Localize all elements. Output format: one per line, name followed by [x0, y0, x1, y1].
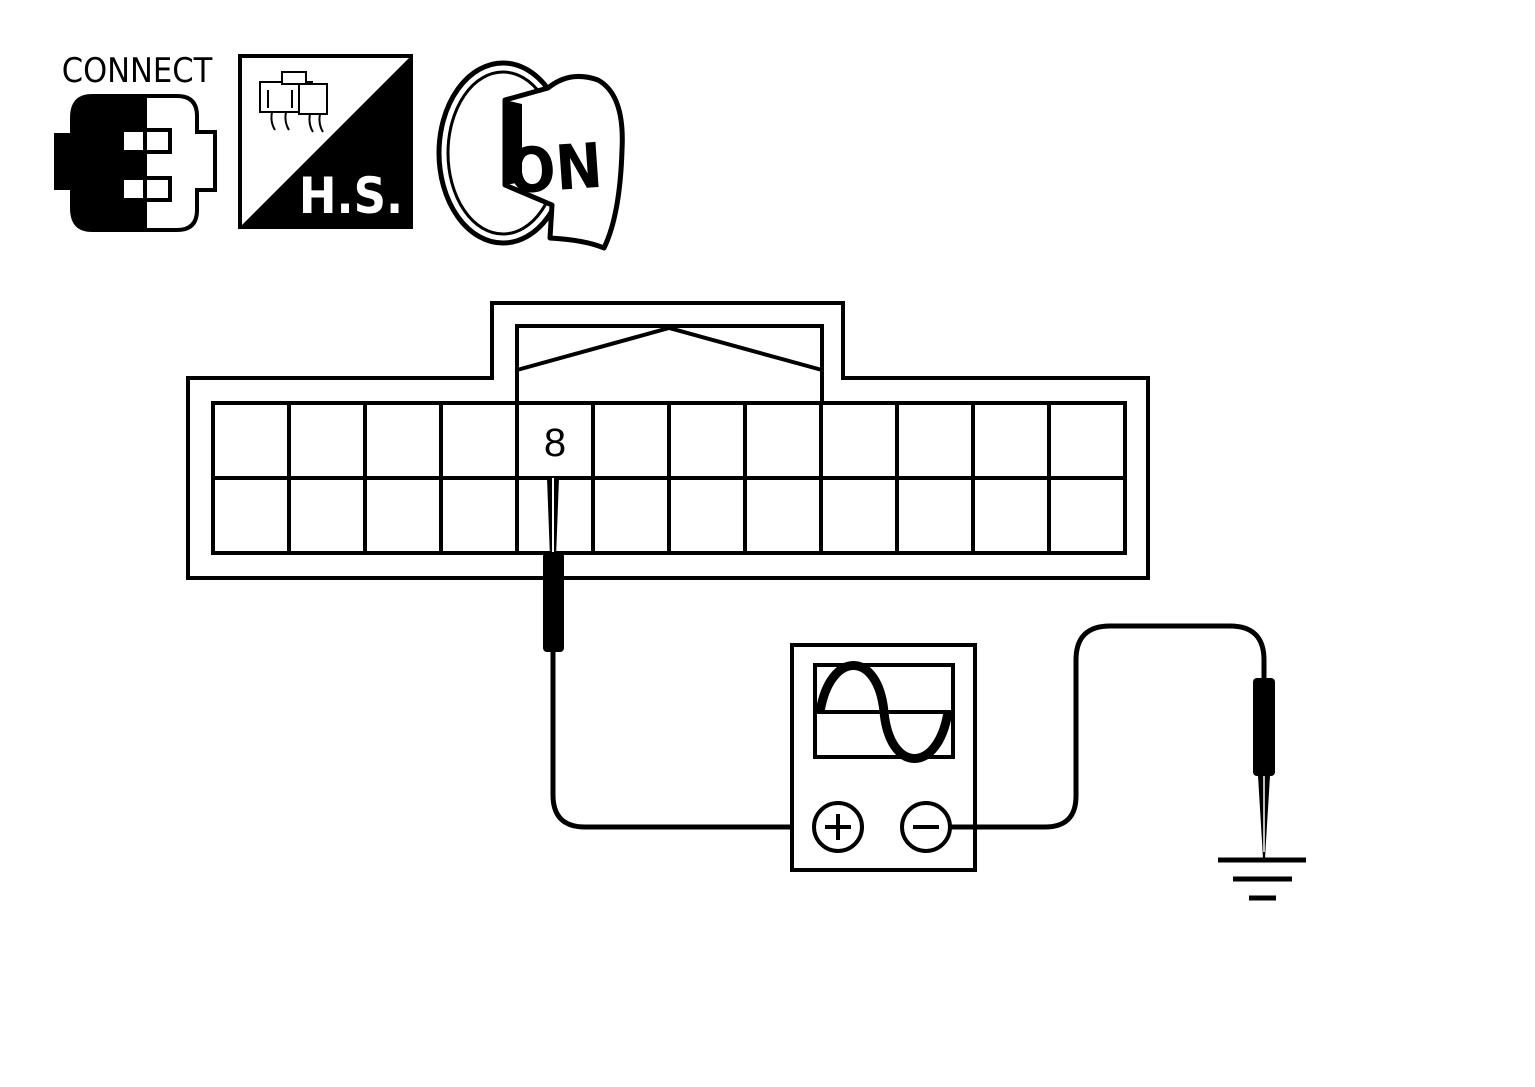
- terminal-cavity: [971, 401, 1051, 480]
- terminal-cavity: [895, 401, 975, 480]
- terminal-cavity: [1047, 401, 1127, 480]
- negative-terminal: [900, 801, 952, 853]
- terminal-cavity: [895, 476, 975, 555]
- terminal-cavity: [591, 476, 671, 555]
- terminal-cavity: [1047, 476, 1127, 555]
- terminal-cavity: [363, 401, 443, 480]
- terminal-cavity: [743, 476, 823, 555]
- terminal-cavity: [591, 401, 671, 480]
- harness-side-icon: H.S.: [238, 54, 413, 229]
- sine-waveform: [815, 661, 953, 763]
- terminal-cavity: [819, 401, 899, 480]
- connector-connect-icon: [54, 94, 217, 232]
- negative-test-lead: [950, 623, 1267, 830]
- terminal-cavity: [439, 401, 519, 480]
- terminal-cavity: [515, 401, 595, 480]
- terminal-cavity: [667, 401, 747, 480]
- harness-side-label: H.S.: [299, 167, 403, 225]
- ground-symbol-icon: [1218, 857, 1306, 901]
- terminal-cavity: [743, 401, 823, 480]
- ignition-key-on-icon: ON: [436, 60, 625, 251]
- connect-label: CONNECT: [62, 51, 213, 91]
- oscilloscope-icon: [790, 643, 977, 872]
- terminal-8-label: 8: [544, 421, 566, 465]
- ignition-key-label: ON: [506, 129, 605, 208]
- positive-probe: [543, 478, 564, 652]
- terminal-cavity: [287, 401, 367, 480]
- terminal-cavity: [667, 476, 747, 555]
- negative-probe: [1253, 678, 1275, 858]
- terminal-cavity: [211, 401, 291, 480]
- terminal-cavity: [211, 476, 291, 555]
- positive-test-lead: [550, 652, 812, 830]
- terminal-cavity: [439, 476, 519, 555]
- positive-terminal: [812, 801, 864, 853]
- harness-connector-sketch: [259, 71, 328, 133]
- terminal-cavity-grid: [211, 401, 1127, 555]
- terminal-cavity: [287, 476, 367, 555]
- terminal-cavity: [971, 476, 1051, 555]
- harness-connector: 8: [186, 301, 1150, 580]
- terminal-cavity: [819, 476, 899, 555]
- connect-icon-group: CONNECT: [54, 51, 217, 232]
- terminal-cavity: [363, 476, 443, 555]
